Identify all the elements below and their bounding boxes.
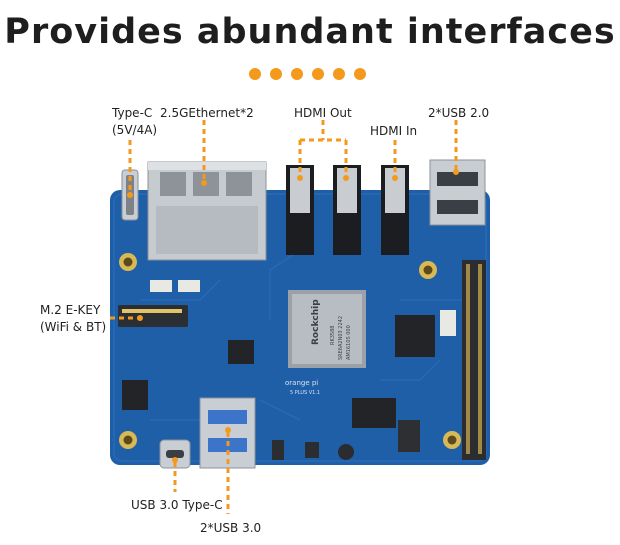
- dot: [354, 68, 366, 80]
- label-type-c-line1: Type-C: [112, 106, 153, 120]
- m2-slot: [118, 305, 188, 327]
- label-m2-line2: (WiFi & BT): [40, 320, 107, 334]
- label-usb2: 2*USB 2.0: [428, 106, 490, 120]
- dot: [333, 68, 345, 80]
- ethernet-ports: [147, 161, 267, 261]
- dot: [291, 68, 303, 80]
- dot: [249, 68, 261, 80]
- dot: [312, 68, 324, 80]
- mounting-holes: [119, 253, 461, 449]
- svg-text:AM1610S 000: AM1610S 000: [346, 325, 352, 360]
- svg-text:RK3588: RK3588: [330, 326, 336, 345]
- label-usb3-typec: USB 3.0 Type-C: [131, 498, 223, 512]
- dot: [270, 68, 282, 80]
- label-hdmi-in: HDMI In: [370, 124, 418, 138]
- label-ethernet: 2.5GEthernet*2: [160, 106, 254, 120]
- svg-text:SRE6A2N03 2242: SRE6A2N03 2242: [338, 316, 344, 360]
- callout-lines: [110, 120, 458, 514]
- label-hdmi-out: HDMI Out: [294, 106, 352, 120]
- page-title: Provides abundant interfaces: [4, 12, 616, 52]
- decorative-dots: [249, 68, 366, 82]
- svg-text:5 PLUS V1.1: 5 PLUS V1.1: [290, 390, 320, 396]
- label-usb3: 2*USB 3.0: [200, 521, 262, 535]
- gpio-header: [462, 260, 486, 460]
- label-m2-line1: M.2 E-KEY: [40, 303, 101, 317]
- svg-text:orange pi: orange pi: [285, 379, 318, 387]
- svg-text:Rockchip: Rockchip: [311, 299, 321, 345]
- soc-chip: Rockchip RK3588 SRE6A2N03 2242 AM1610S 0…: [288, 290, 366, 368]
- label-type-c-line2: (5V/4A): [112, 123, 158, 137]
- label-type-c: Type-C (5V/4A): [112, 105, 157, 139]
- label-m2: M.2 E-KEY (WiFi & BT): [40, 302, 106, 336]
